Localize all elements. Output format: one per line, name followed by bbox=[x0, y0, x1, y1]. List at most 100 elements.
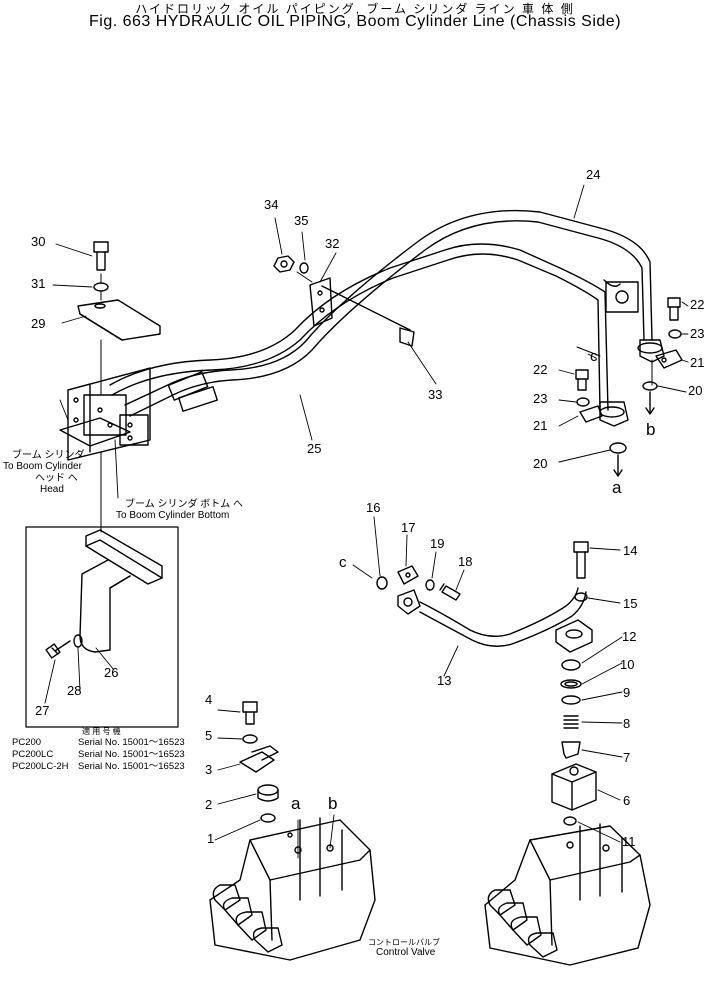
to-head-jp: ブーム シリンダ bbox=[12, 450, 85, 461]
bolt-4 bbox=[242, 701, 258, 725]
part-number-label: 35 bbox=[294, 213, 309, 228]
washer-23-left bbox=[576, 397, 590, 407]
bolt-27 bbox=[45, 640, 71, 659]
washer-19 bbox=[425, 579, 435, 591]
control-valve-en: Control Valve bbox=[376, 947, 436, 958]
to-head-en: To Boom Cylinder bbox=[3, 461, 82, 472]
washer-28 bbox=[73, 634, 83, 648]
part-number-label: 20 bbox=[533, 456, 548, 471]
part-number-label: 19 bbox=[430, 536, 445, 551]
part-number-label: 33 bbox=[428, 387, 443, 402]
pipe-13 bbox=[419, 587, 587, 647]
pipe-end-block bbox=[59, 367, 151, 461]
to-head-en2: Head bbox=[40, 484, 64, 495]
connection-letter: b bbox=[646, 420, 656, 439]
flange-13-left bbox=[397, 589, 421, 615]
bolt-22-left bbox=[575, 369, 589, 391]
half-clamp-17 bbox=[397, 565, 419, 585]
part-number-label: 13 bbox=[437, 673, 452, 688]
part-number-label: 16 bbox=[366, 500, 381, 515]
to-bottom-jp: ブーム シリンダ ボトム へ bbox=[125, 499, 244, 510]
serial-pc200: Serial No. 15001～16523 bbox=[78, 737, 185, 748]
part-number-label: 20 bbox=[688, 383, 703, 398]
oring-12 bbox=[561, 659, 581, 671]
part-number-label: 23 bbox=[690, 326, 705, 341]
part-number-label: 26 bbox=[104, 665, 119, 680]
part-number-label: 2 bbox=[205, 797, 213, 812]
part-number-label: 21 bbox=[533, 418, 548, 433]
part-number-label: 22 bbox=[690, 297, 705, 312]
connection-letter: a bbox=[291, 794, 301, 813]
pipe-flange-upper bbox=[603, 279, 639, 313]
connection-letter: c bbox=[339, 554, 347, 571]
to-head-jp2: ヘッド へ bbox=[35, 473, 78, 484]
valve-7 bbox=[561, 741, 581, 759]
half-clamp-3 bbox=[239, 745, 279, 773]
part-number-label: 15 bbox=[623, 596, 638, 611]
part-number-label: 32 bbox=[325, 236, 340, 251]
oring-20-right bbox=[642, 381, 658, 415]
model-pc200: PC200 bbox=[12, 737, 42, 748]
washer-23-right bbox=[668, 329, 682, 339]
ring-10 bbox=[560, 679, 582, 689]
model-pc200lc-2h: PC200LC-2H bbox=[12, 761, 69, 772]
part-number-label: 21 bbox=[690, 355, 705, 370]
part-number-label: 25 bbox=[307, 441, 322, 456]
connection-letter: c bbox=[590, 348, 598, 365]
oring-16 bbox=[376, 576, 388, 590]
bolt-22-right bbox=[667, 297, 681, 321]
bolt-14 bbox=[573, 541, 589, 579]
part-number-label: 30 bbox=[31, 234, 46, 249]
oring-11 bbox=[563, 816, 577, 826]
clamp-plate-29 bbox=[77, 299, 161, 341]
washer-31 bbox=[93, 282, 109, 292]
part-number-label: 34 bbox=[264, 197, 279, 212]
connection-letter: a bbox=[612, 478, 622, 497]
part-number-label: 29 bbox=[31, 316, 46, 331]
serial-pc200lc: Serial No. 15001～16523 bbox=[78, 749, 185, 760]
control-valve-left bbox=[209, 817, 376, 961]
figure-title: Fig. 663 HYDRAULIC OIL PIPING, Boom Cyli… bbox=[88, 13, 622, 30]
part-number-label: 14 bbox=[623, 543, 638, 558]
ring-9 bbox=[561, 695, 581, 705]
part-number-label: 6 bbox=[623, 793, 631, 808]
bolt-30 bbox=[93, 241, 109, 271]
part-number-label: 10 bbox=[620, 657, 635, 672]
connection-letter: b bbox=[328, 794, 338, 813]
to-bottom-en: To Boom Cylinder Bottom bbox=[116, 510, 230, 521]
nut-34 bbox=[273, 255, 295, 273]
boom-pipe-24 bbox=[124, 209, 653, 417]
inset-bracket-26 bbox=[79, 529, 163, 653]
part-number-label: 28 bbox=[67, 683, 82, 698]
control-valve-right bbox=[484, 823, 651, 966]
applicability-header: 適 用 号 機 bbox=[82, 727, 121, 736]
centre-lines bbox=[100, 271, 653, 533]
part-number-label: 7 bbox=[623, 750, 631, 765]
part-number-label: 12 bbox=[622, 629, 637, 644]
flange-13-right bbox=[555, 619, 593, 653]
pipe-sleeves bbox=[167, 371, 218, 412]
oring-1 bbox=[260, 813, 276, 823]
spring-8 bbox=[563, 715, 579, 729]
part-number-label: 23 bbox=[533, 391, 548, 406]
part-number-label: 31 bbox=[31, 276, 46, 291]
block-6 bbox=[551, 763, 597, 811]
half-clamp-21-right bbox=[655, 349, 683, 369]
half-clamp-21-left bbox=[579, 405, 603, 423]
control-valve-jp: コントロールバルブ bbox=[368, 938, 440, 947]
part-number-label: 3 bbox=[205, 762, 213, 777]
bolt-18 bbox=[439, 583, 461, 601]
part-number-label: 9 bbox=[623, 685, 631, 700]
part-number-label: 27 bbox=[35, 703, 50, 718]
part-number-label: 17 bbox=[401, 520, 416, 535]
washer-15 bbox=[574, 592, 588, 602]
serial-pc200lc-2h: Serial No. 15001～16523 bbox=[78, 761, 185, 772]
part-number-label: 4 bbox=[205, 692, 213, 707]
title-japanese: ハイドロリック オイル パイピング, ブーム シリンダ ライン 車 体 側 bbox=[135, 2, 575, 16]
pipe-flange-lower-1 bbox=[637, 339, 665, 363]
part-number-label: 1 bbox=[207, 831, 215, 846]
boom-pipe-25 bbox=[109, 243, 609, 411]
part-number-label: 24 bbox=[586, 167, 601, 182]
leader-lines bbox=[44, 184, 689, 859]
